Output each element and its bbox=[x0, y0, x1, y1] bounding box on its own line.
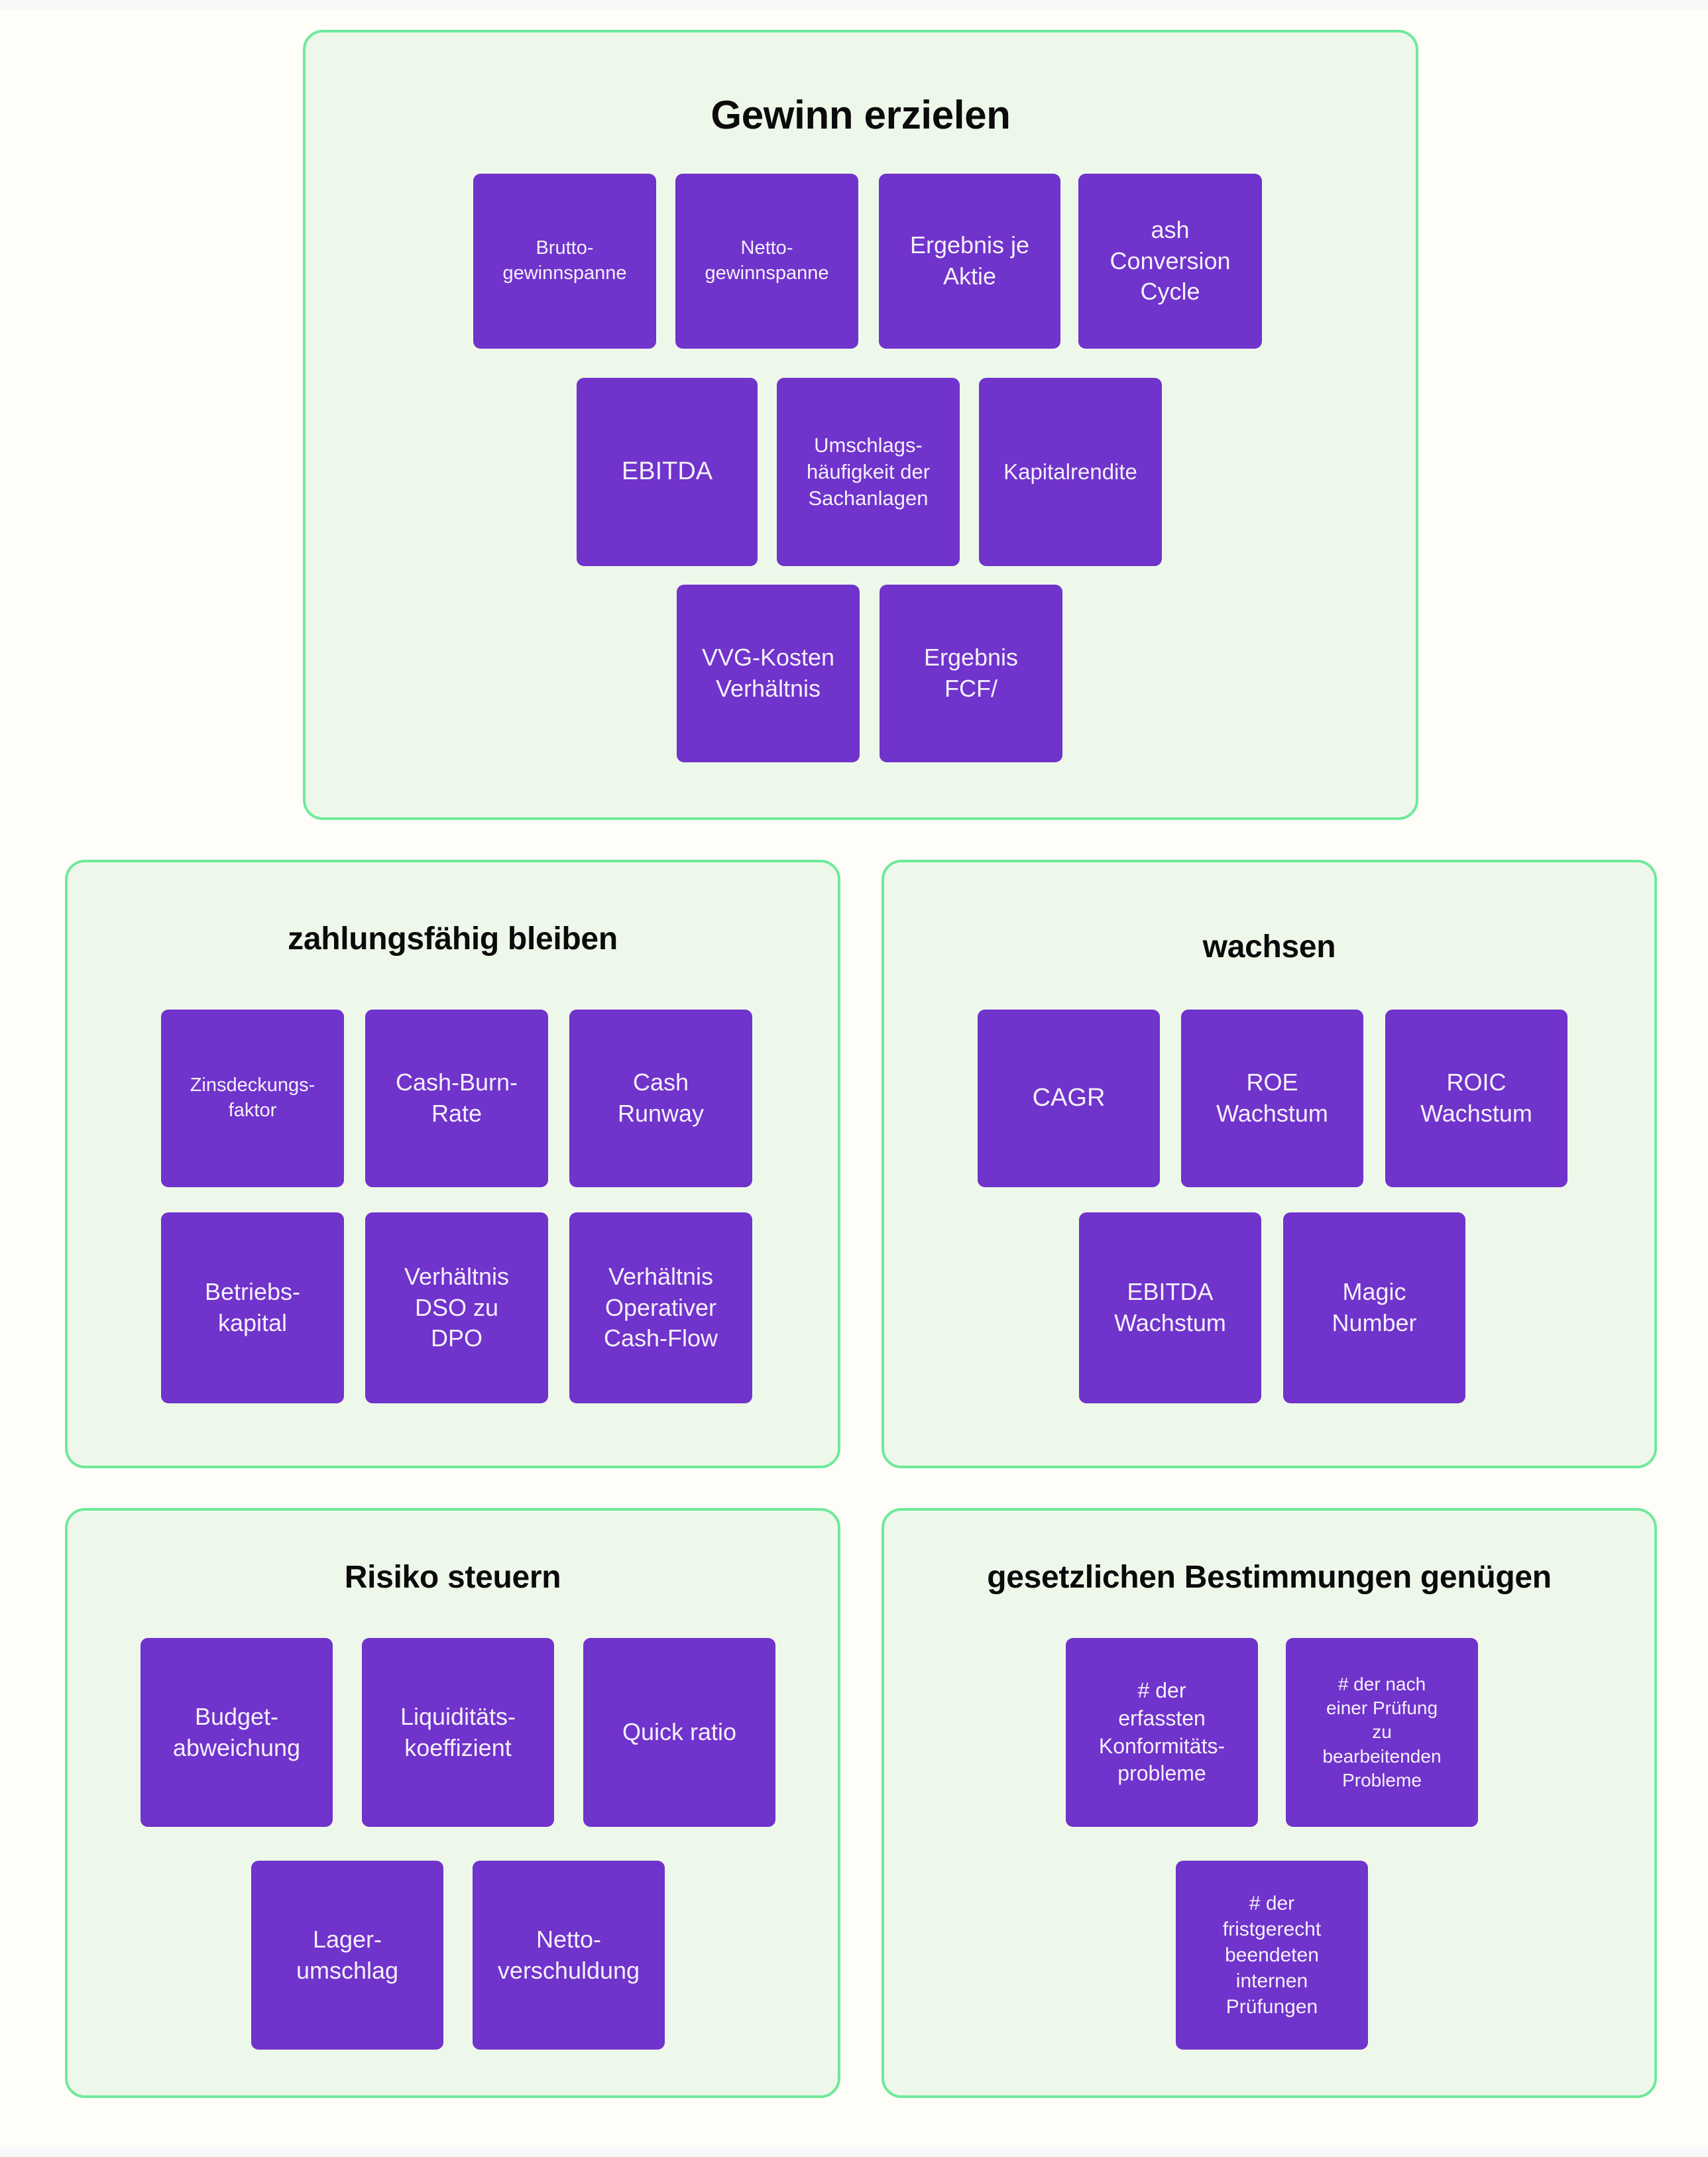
card-ergebnis-je-aktie[interactable]: Ergebnis je Aktie bbox=[879, 174, 1060, 349]
card-ergebnis-fcf[interactable]: Ergebnis FCF/ bbox=[880, 585, 1062, 762]
card-betriebskapital[interactable]: Betriebs- kapital bbox=[161, 1212, 344, 1403]
card-lagerumschlag[interactable]: Lager- umschlag bbox=[251, 1861, 443, 2050]
panel-wachsen: wachsen CAGR ROE Wachstum ROIC Wachstum … bbox=[882, 860, 1657, 1468]
card-nettoverschuldung[interactable]: Netto- verschuldung bbox=[473, 1861, 665, 2050]
card-cash-conversion-cycle[interactable]: ash Conversion Cycle bbox=[1078, 174, 1262, 349]
card-roic-wachstum[interactable]: ROIC Wachstum bbox=[1385, 1010, 1567, 1187]
card-quick-ratio[interactable]: Quick ratio bbox=[583, 1638, 775, 1827]
panel-title-risiko-steuern: Risiko steuern bbox=[344, 1560, 561, 1595]
panel-gesetzliche-bestimmungen: gesetzlichen Bestimmungen genügen # der … bbox=[882, 1508, 1657, 2098]
card-roe-wachstum[interactable]: ROE Wachstum bbox=[1181, 1010, 1363, 1187]
card-kapitalrendite[interactable]: Kapitalrendite bbox=[979, 378, 1162, 566]
panel-title-gewinn-erzielen: Gewinn erzielen bbox=[711, 93, 1011, 137]
panel-zahlungsfaehig-bleiben: zahlungsfähig bleiben Zinsdeckungs- fakt… bbox=[65, 860, 840, 1468]
panel-title-wachsen: wachsen bbox=[1202, 929, 1336, 964]
card-verhaeltnis-operativer-cash-flow[interactable]: Verhältnis Operativer Cash-Flow bbox=[569, 1212, 752, 1403]
card-erfasste-konformitaetsprobleme[interactable]: # der erfassten Konformitäts- probleme bbox=[1066, 1638, 1258, 1827]
card-verhaeltnis-dso-dpo[interactable]: Verhältnis DSO zu DPO bbox=[365, 1212, 548, 1403]
card-liquiditaetskoeffizient[interactable]: Liquiditäts- koeffizient bbox=[362, 1638, 554, 1827]
card-brutto-gewinnspanne[interactable]: Brutto- gewinnspanne bbox=[473, 174, 656, 349]
card-umschlagshaeufigkeit-sachanlagen[interactable]: Umschlags- häufigkeit der Sachanlagen bbox=[777, 378, 960, 566]
card-cash-runway[interactable]: Cash Runway bbox=[569, 1010, 752, 1187]
card-fristgerecht-beendete-interne-pruefungen[interactable]: # der fristgerecht beendeten internen Pr… bbox=[1176, 1861, 1368, 2050]
card-nach-pruefung-zu-bearbeitende-probleme[interactable]: # der nach einer Prüfung zu bearbeitende… bbox=[1286, 1638, 1478, 1827]
bottom-edge-strip bbox=[0, 2148, 1708, 2157]
panel-title-gesetzliche-bestimmungen: gesetzlichen Bestimmungen genügen bbox=[987, 1560, 1552, 1595]
card-cash-burn-rate[interactable]: Cash-Burn- Rate bbox=[365, 1010, 548, 1187]
top-edge-strip bbox=[0, 0, 1708, 9]
card-budgetabweichung[interactable]: Budget- abweichung bbox=[141, 1638, 333, 1827]
card-ebitda-wachstum[interactable]: EBITDA Wachstum bbox=[1079, 1212, 1261, 1403]
card-cagr[interactable]: CAGR bbox=[978, 1010, 1160, 1187]
card-zinsdeckungsfaktor[interactable]: Zinsdeckungs- faktor bbox=[161, 1010, 344, 1187]
panel-risiko-steuern: Risiko steuern Budget- abweichung Liquid… bbox=[65, 1508, 840, 2098]
card-ebitda[interactable]: EBITDA bbox=[577, 378, 758, 566]
panel-title-zahlungsfaehig-bleiben: zahlungsfähig bleiben bbox=[288, 921, 618, 957]
card-netto-gewinnspanne[interactable]: Netto- gewinnspanne bbox=[675, 174, 858, 349]
panel-gewinn-erzielen: Gewinn erzielen Brutto- gewinnspanne Net… bbox=[303, 30, 1418, 820]
card-vvg-kosten-verhaeltnis[interactable]: VVG-Kosten Verhältnis bbox=[677, 585, 860, 762]
card-magic-number[interactable]: Magic Number bbox=[1283, 1212, 1465, 1403]
